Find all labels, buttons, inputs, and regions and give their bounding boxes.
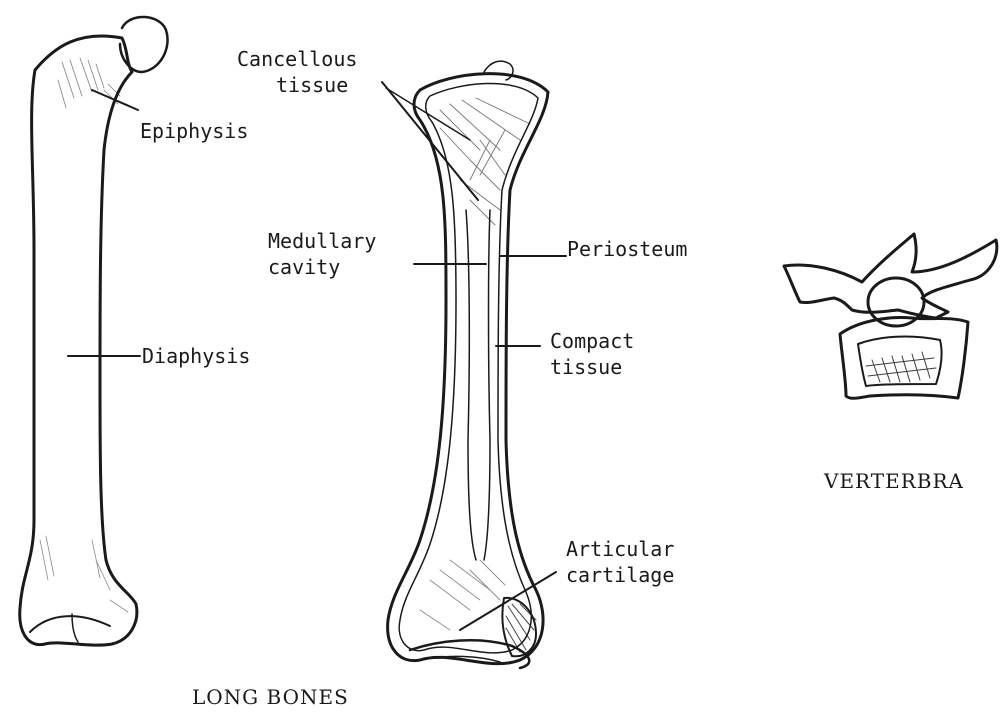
medullary-cavity-label: Medullary cavity — [268, 228, 376, 280]
medullary-label-line-2: cavity — [268, 254, 376, 280]
femur-head — [120, 17, 168, 72]
articular-label-line-1: Articular — [566, 536, 674, 562]
diaphysis-label: Diaphysis — [142, 343, 250, 369]
cancellous-tissue-label: Cancellous tissue — [237, 46, 357, 98]
periosteum-outline — [388, 74, 548, 664]
epiphysis-label: Epiphysis — [140, 118, 248, 144]
medullary-label-line-1: Medullary — [268, 228, 376, 254]
cancellous-label-line-2: tissue — [237, 72, 357, 98]
sectioned-bone-drawing — [382, 61, 566, 668]
articular-label-line-2: cartilage — [566, 562, 674, 588]
articular-cartilage-label: Articular cartilage — [566, 536, 674, 588]
compact-label-line-2: tissue — [550, 354, 634, 380]
medullary-cavity-outline — [466, 210, 490, 560]
vertebra-drawing — [784, 234, 997, 398]
vertebra-caption: VERTERBRA — [824, 468, 964, 494]
compact-label-line-1: Compact — [550, 328, 634, 354]
femur-drawing — [20, 17, 168, 645]
femur-outline — [20, 36, 137, 645]
long-bones-caption: LONG BONES — [192, 684, 349, 710]
vertebra-processes — [784, 234, 997, 318]
compact-tissue-label: Compact tissue — [550, 328, 634, 380]
cancellous-label-line-1: Cancellous — [237, 46, 357, 72]
periosteum-label: Periosteum — [567, 236, 687, 262]
